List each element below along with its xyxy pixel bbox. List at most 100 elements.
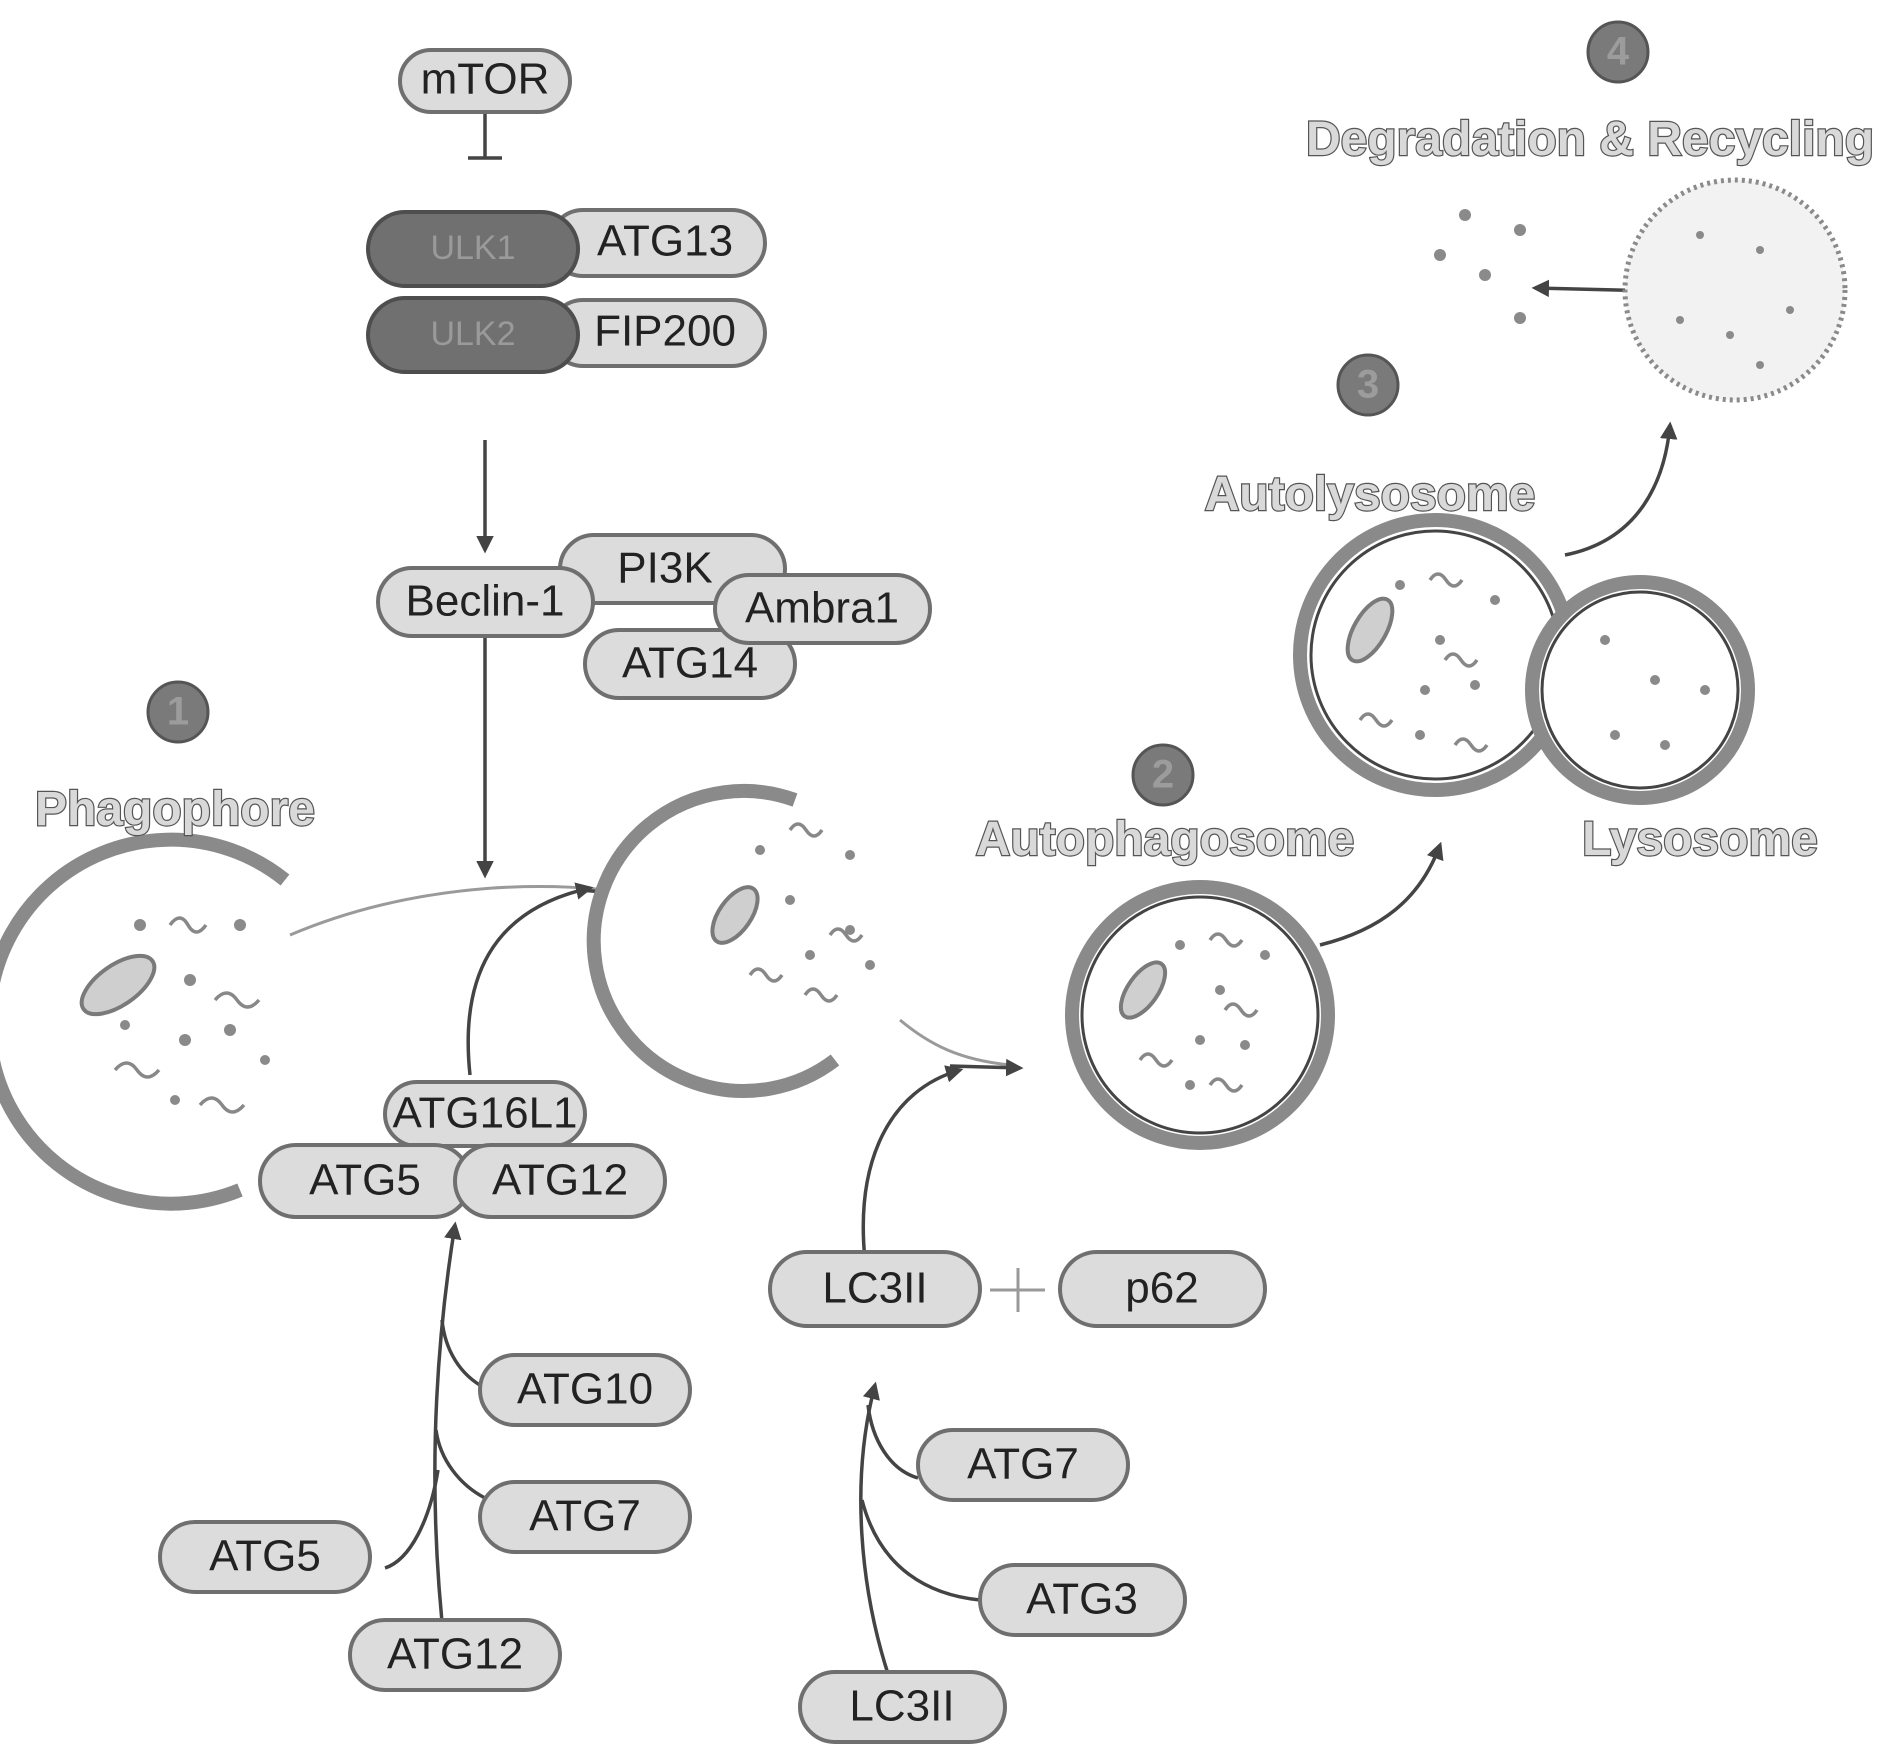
cargo-dot [755,845,765,855]
node-p62: p62 [1060,1252,1265,1326]
cargo-dot [1240,1040,1250,1050]
cargo-dot [865,960,875,970]
cargo-dot [1420,685,1430,695]
node-atg10: ATG10 [480,1355,690,1425]
cargo-dot [234,919,246,931]
node-atg10-label: ATG10 [517,1365,653,1414]
node-lc3ii: LC3II [770,1252,980,1326]
node-atg3: ATG3 [980,1565,1185,1635]
node-atg7-left-label: ATG7 [529,1492,641,1541]
node-atg12-free-label: ATG12 [387,1630,523,1679]
node-lc3i: LC3II [800,1672,1005,1742]
step-1-marker: 1 [148,682,208,742]
cargo-dot [1650,675,1660,685]
node-ulk2-label: ULK2 [430,315,515,353]
expanding-phagophore [594,791,875,1091]
cargo-dot [845,850,855,860]
degradation-recycling-label: Degradation & Recycling [1306,113,1874,166]
phagophore-label: Phagophore [35,783,315,836]
step-3-number: 3 [1357,363,1379,407]
node-atg5-complex-label: ATG5 [309,1156,421,1205]
cargo-dot [1185,1080,1195,1090]
node-beclin1-label: Beclin-1 [406,577,565,626]
node-atg12-complex: ATG12 [455,1145,665,1217]
autophagosome-vesicle [1072,887,1328,1143]
node-fip200-label: FIP200 [594,307,736,356]
cargo-dot [1600,635,1610,645]
atg3-joins-stem [862,1500,980,1600]
step-4-marker: 4 [1588,22,1648,82]
cargo-dot [179,1034,191,1046]
node-atg3-label: ATG3 [1026,1575,1138,1624]
autolysosome-vesicle [1300,520,1570,790]
released-fragment-dot [1479,269,1491,281]
cargo-dot [845,925,855,935]
step-2-marker: 2 [1133,745,1193,805]
node-atg5-free-label: ATG5 [209,1532,321,1581]
node-atg13: ATG13 [550,210,765,276]
node-lc3ii-label: LC3II [822,1264,927,1313]
node-atg16l1: ATG16L1 [385,1082,585,1146]
node-atg13-label: ATG13 [597,217,733,266]
cargo-dot [1175,940,1185,950]
lysosome-vesicle [1532,582,1748,798]
cargo-dot [1490,595,1500,605]
cargo-dot [170,1095,180,1105]
cargo-dot [1260,950,1270,960]
phagophore-membrane [0,840,285,1204]
node-atg14-label: ATG14 [622,639,758,688]
node-atg12-free: ATG12 [350,1620,560,1690]
node-ulk1: ULK1 [368,212,578,286]
cargo-dot [1215,985,1225,995]
cargo-dot [260,1055,270,1065]
node-atg12-complex-label: ATG12 [492,1156,628,1205]
lysosome-label: Lysosome [1582,813,1818,866]
autophagosome-label: Autophagosome [976,813,1355,866]
cargo-dot [1786,306,1794,314]
cargo-dot [184,974,196,986]
cargo-dot [224,1024,236,1036]
cargo-dot [1395,580,1405,590]
atg7-joins-lc3-stem [868,1405,918,1478]
cargo-dot [1756,361,1764,369]
released-fragment-dot [1514,312,1526,324]
cargo-dot [1435,635,1445,645]
node-p62-label: p62 [1125,1264,1198,1313]
node-atg5-complex: ATG5 [260,1145,470,1217]
cargo-dot [1696,231,1704,239]
cargo-dot [1660,740,1670,750]
degradation-vesicle [1434,180,1845,400]
lc3ii-to-membrane-arrow [863,1070,960,1260]
node-ambra1: Ambra1 [715,575,930,643]
atg16l1-to-membrane-arrow [468,888,590,1075]
node-fip200: FIP200 [550,300,765,366]
node-lc3i-label: LC3II [849,1682,954,1731]
degradation-arrow [1565,425,1670,555]
released-fragment-dot [1434,249,1446,261]
node-atg7-right-label: ATG7 [967,1440,1079,1489]
node-pi3k-label: PI3K [617,544,712,593]
released-fragment-dot [1459,209,1471,221]
cargo-dot [1756,246,1764,254]
autolysosome-label: Autolysosome [1205,468,1536,521]
cargo-dot [1700,685,1710,695]
node-mtor: mTOR [400,50,570,112]
node-ulk1-label: ULK1 [430,229,515,267]
cargo-dot [1195,1035,1205,1045]
step-2-number: 2 [1152,753,1174,797]
cargo-dot [1726,331,1734,339]
closure-path [900,1020,1010,1065]
cargo-dot [785,895,795,905]
node-mtor-label: mTOR [421,55,550,104]
node-atg7-right: ATG7 [918,1430,1128,1500]
step-4-number: 4 [1607,30,1630,74]
cargo-dot [1676,316,1684,324]
node-ambra1-label: Ambra1 [745,584,899,633]
closure-arrow [950,1066,1020,1068]
cargo-dot [1415,730,1425,740]
step-3-marker: 3 [1338,355,1398,415]
released-fragment-dot [1514,224,1526,236]
cargo-dot [1610,730,1620,740]
